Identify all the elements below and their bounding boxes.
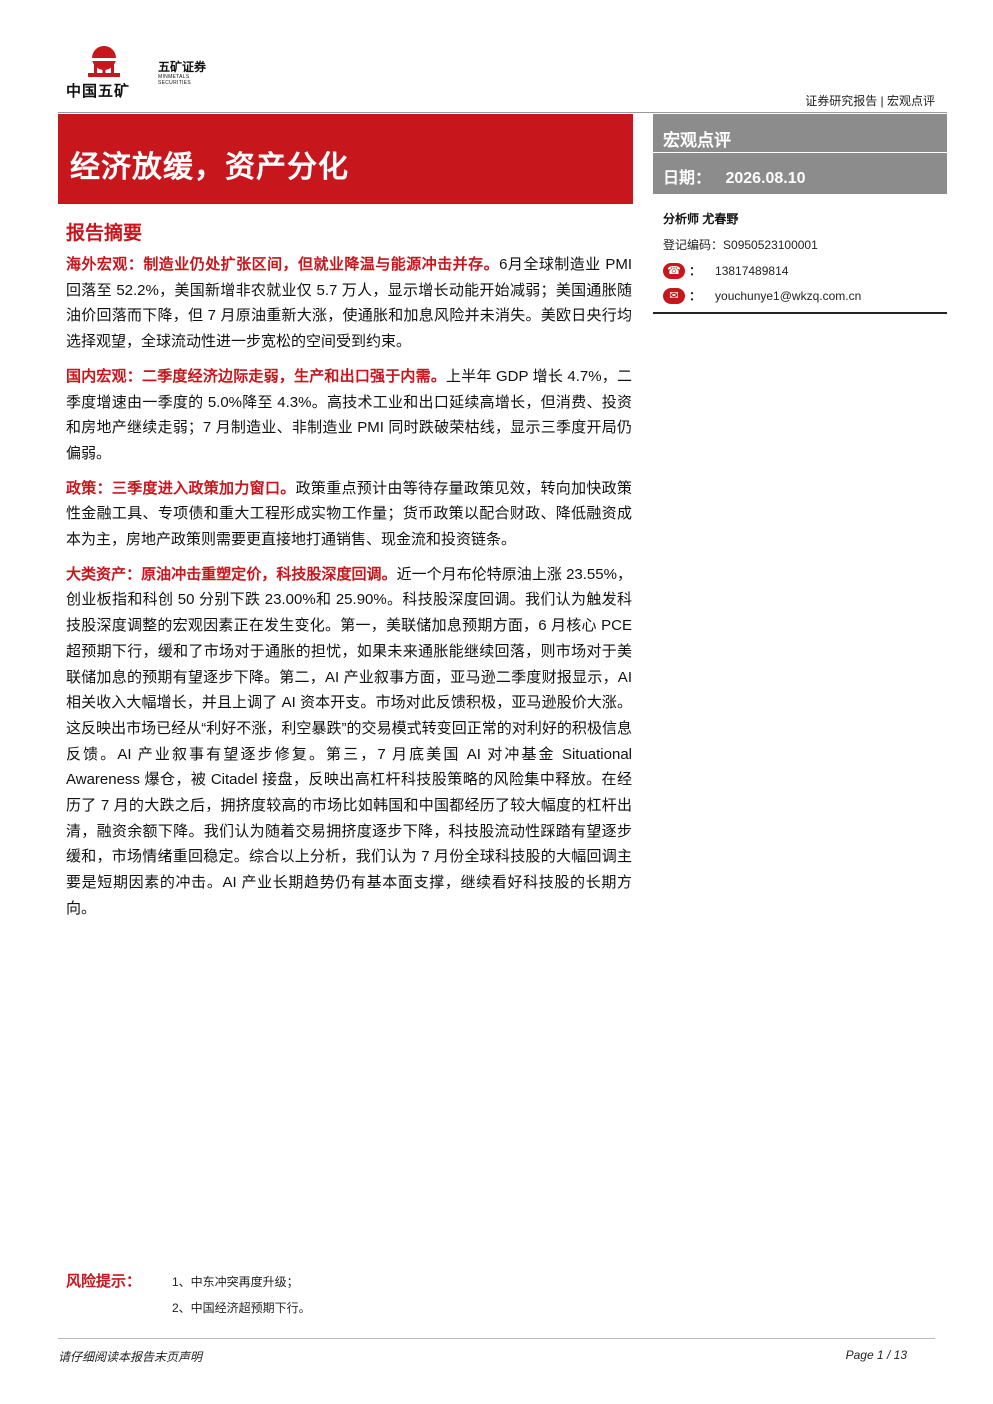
report-date: 日期： 2026.08.10 bbox=[663, 164, 806, 188]
abstract-heading: 报告摘要 bbox=[66, 223, 143, 244]
report-type-header: 证券研究报告 | 宏观点评 bbox=[805, 94, 935, 108]
paragraph-lead: 海外宏观：制造业仍处扩张区间，但就业降温与能源冲击并存。 bbox=[66, 256, 500, 273]
date-label: 日期： bbox=[663, 170, 712, 187]
report-title: 经济放缓，资产分化 bbox=[70, 151, 349, 184]
risk-item: 2、中国经济超预期下行。 bbox=[172, 1301, 311, 1315]
email-icon: ✉ bbox=[663, 287, 685, 304]
phone-icon: ☎ bbox=[663, 262, 685, 279]
registration-code: 登记编码：S0950523100001 bbox=[663, 236, 818, 253]
paragraph-domestic: 国内宏观：二季度经济边际走弱，生产和出口强于内需。上半年 GDP 增长 4.7%… bbox=[66, 364, 632, 467]
footer-disclaimer: 请仔细阅读本报告末页声明 bbox=[58, 1350, 203, 1364]
company-logo: 中国五矿 五矿证券 MINMETALS SECURITIES bbox=[66, 44, 216, 100]
logo-cn-name: 中国五矿 bbox=[66, 83, 131, 100]
paragraph-policy: 政策：三季度进入政策加力窗口。政策重点预计由等待存量政策见效，转向加快政策性金融… bbox=[66, 476, 632, 553]
logo-brand-en: MINMETALS SECURITIES bbox=[158, 74, 192, 86]
logo-brand: 五矿证券 bbox=[158, 60, 207, 74]
footer-divider bbox=[58, 1338, 935, 1339]
paragraph-text: 近一个月布伦特原油上涨 23.55%，创业板指和科创 50 分别下跌 23.00… bbox=[66, 565, 632, 917]
reg-label: 登记编码： bbox=[663, 238, 724, 252]
phone-colon: ： bbox=[689, 264, 702, 278]
paragraph-overseas: 海外宏观：制造业仍处扩张区间，但就业降温与能源冲击并存。6月全球制造业 PMI … bbox=[66, 252, 632, 355]
analyst-name: 分析师 尤春野 bbox=[663, 212, 739, 226]
analyst-phone: ☎ ： 13817489814 bbox=[663, 262, 788, 279]
date-value: 2026.08.10 bbox=[725, 170, 806, 187]
header-divider bbox=[58, 112, 947, 113]
reg-value: S0950523100001 bbox=[723, 238, 818, 252]
side-info-box: 宏观点评 日期： 2026.08.10 bbox=[653, 114, 947, 194]
side-divider bbox=[653, 312, 947, 314]
email-colon: ： bbox=[689, 289, 702, 303]
page-number: Page 1 / 13 bbox=[845, 1348, 907, 1362]
risk-label: 风险提示： bbox=[66, 1273, 142, 1290]
phone-value: 13817489814 bbox=[715, 263, 789, 278]
abstract-body: 海外宏观：制造业仍处扩张区间，但就业降温与能源冲击并存。6月全球制造业 PMI … bbox=[66, 252, 632, 931]
paragraph-lead: 大类资产：原油冲击重塑定价，科技股深度回调。 bbox=[66, 565, 397, 583]
email-value[interactable]: youchunye1@wkzq.com.cn bbox=[715, 288, 862, 303]
side-box-divider bbox=[653, 152, 947, 153]
report-category: 宏观点评 bbox=[663, 131, 731, 150]
paragraph-text: 上半年 GDP 增长 4.7%，二季度增速由一季度的 5.0%降至 4.3%。高… bbox=[66, 367, 632, 462]
paragraph-lead: 政策：三季度进入政策加力窗口。 bbox=[66, 479, 296, 497]
paragraph-text: 政策重点预计由等待存量政策见效，转向加快政策性金融工具、专项债和重大工程形成实物… bbox=[66, 479, 632, 549]
paragraph-text: 6月全球制造业 PMI 回落至 52.2%，美国新增非农就业仅 5.7 万人，显… bbox=[66, 256, 632, 351]
risk-item: 1、中东冲突再度升级； bbox=[172, 1275, 299, 1289]
minmetals-emblem-icon bbox=[88, 46, 120, 77]
title-banner: 经济放缓，资产分化 bbox=[58, 114, 633, 204]
paragraph-assets: 大类资产：原油冲击重塑定价，科技股深度回调。近一个月布伦特原油上涨 23.55%… bbox=[66, 562, 632, 922]
paragraph-lead: 国内宏观：二季度经济边际走弱，生产和出口强于内需。 bbox=[66, 367, 447, 385]
analyst-email: ✉ ： youchunye1@wkzq.com.cn bbox=[663, 287, 861, 304]
